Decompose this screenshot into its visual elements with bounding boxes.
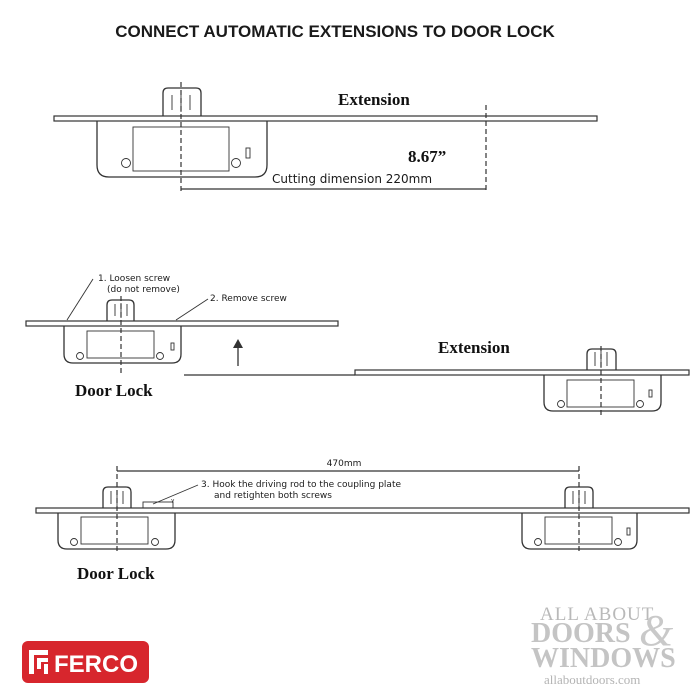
door-lock-rod [25, 320, 339, 327]
extension-lock-body [543, 375, 662, 412]
leader-line-step2 [175, 298, 209, 321]
door-lock-body [63, 326, 182, 364]
watermark-line1: ALL ABOUT [540, 604, 654, 625]
diagram-title: CONNECT AUTOMATIC EXTENSIONS TO DOOR LOC… [115, 22, 555, 41]
lock-slot [170, 342, 175, 351]
leader-line-step1 [66, 278, 94, 321]
step3-label: 3. Hook the driving rod to the coupling … [201, 480, 401, 490]
watermark-ampersand: & [639, 606, 674, 655]
extension-rod [354, 369, 690, 376]
screw-hole-left [121, 158, 131, 168]
door-lock-label: Door Lock [77, 564, 155, 583]
step3-note: and retighten both screws [214, 491, 332, 501]
ferco-emblem-icon [29, 650, 48, 674]
screw-hole-left [70, 538, 78, 546]
coupling-head [162, 87, 202, 116]
leader-line-step3 [152, 484, 199, 505]
screw-hole-left [557, 400, 565, 408]
lock-slot [648, 389, 653, 398]
lock-body [96, 121, 268, 178]
watermark-url: allaboutdoors.com [544, 672, 640, 687]
arrow-head-icon [233, 339, 243, 348]
extension-rod [53, 115, 598, 122]
ferco-logo-background [22, 641, 149, 683]
screw-hole-right [151, 538, 159, 546]
step1-note: (do not remove) [107, 285, 180, 295]
diagram-2-remove-screw: 1. Loosen screw (do not remove) 2. Remov… [25, 274, 690, 418]
screw-hole-right [231, 158, 241, 168]
combined-rod [35, 507, 690, 514]
screw-hole-left [534, 538, 542, 546]
screw-hole-right [636, 400, 644, 408]
watermark-line3: WINDOWS [531, 643, 676, 674]
step2-label: 2. Remove screw [210, 294, 287, 304]
ferco-logo-text: FERCO [54, 651, 138, 678]
door-lock-coupling [106, 299, 135, 321]
dimension-inches: 8.67” [408, 147, 446, 166]
extension-label: Extension [438, 338, 510, 357]
lock-slot [626, 527, 631, 536]
door-lock-label: Door Lock [75, 381, 153, 400]
ferco-logo: FERCO [22, 641, 149, 683]
door-lock-inner-box [80, 516, 149, 545]
distance-label: 470mm [327, 459, 362, 469]
diagram-3-hook-driving-rod: 470mm ᵞ 3. Hook the driving rod to the c… [35, 459, 690, 583]
screw-hole-right [614, 538, 622, 546]
watermark-line2: DOORS [531, 618, 631, 649]
brand-watermark: ALL ABOUT DOORS & WINDOWS allaboutdoors.… [531, 604, 676, 687]
screw-icon: ᵞ [171, 498, 175, 508]
diagram-1-lock-with-extension: Extension 8.67” Cutting dimension 220mm [53, 82, 598, 192]
coupling-plate [142, 501, 174, 509]
lock-slot [245, 147, 251, 159]
extension-label: Extension [338, 90, 410, 109]
cutting-dimension-label: Cutting dimension 220mm [272, 172, 432, 186]
step1-label: 1. Loosen screw [98, 274, 170, 284]
screw-hole-right [156, 352, 164, 360]
screw-hole-left [76, 352, 84, 360]
